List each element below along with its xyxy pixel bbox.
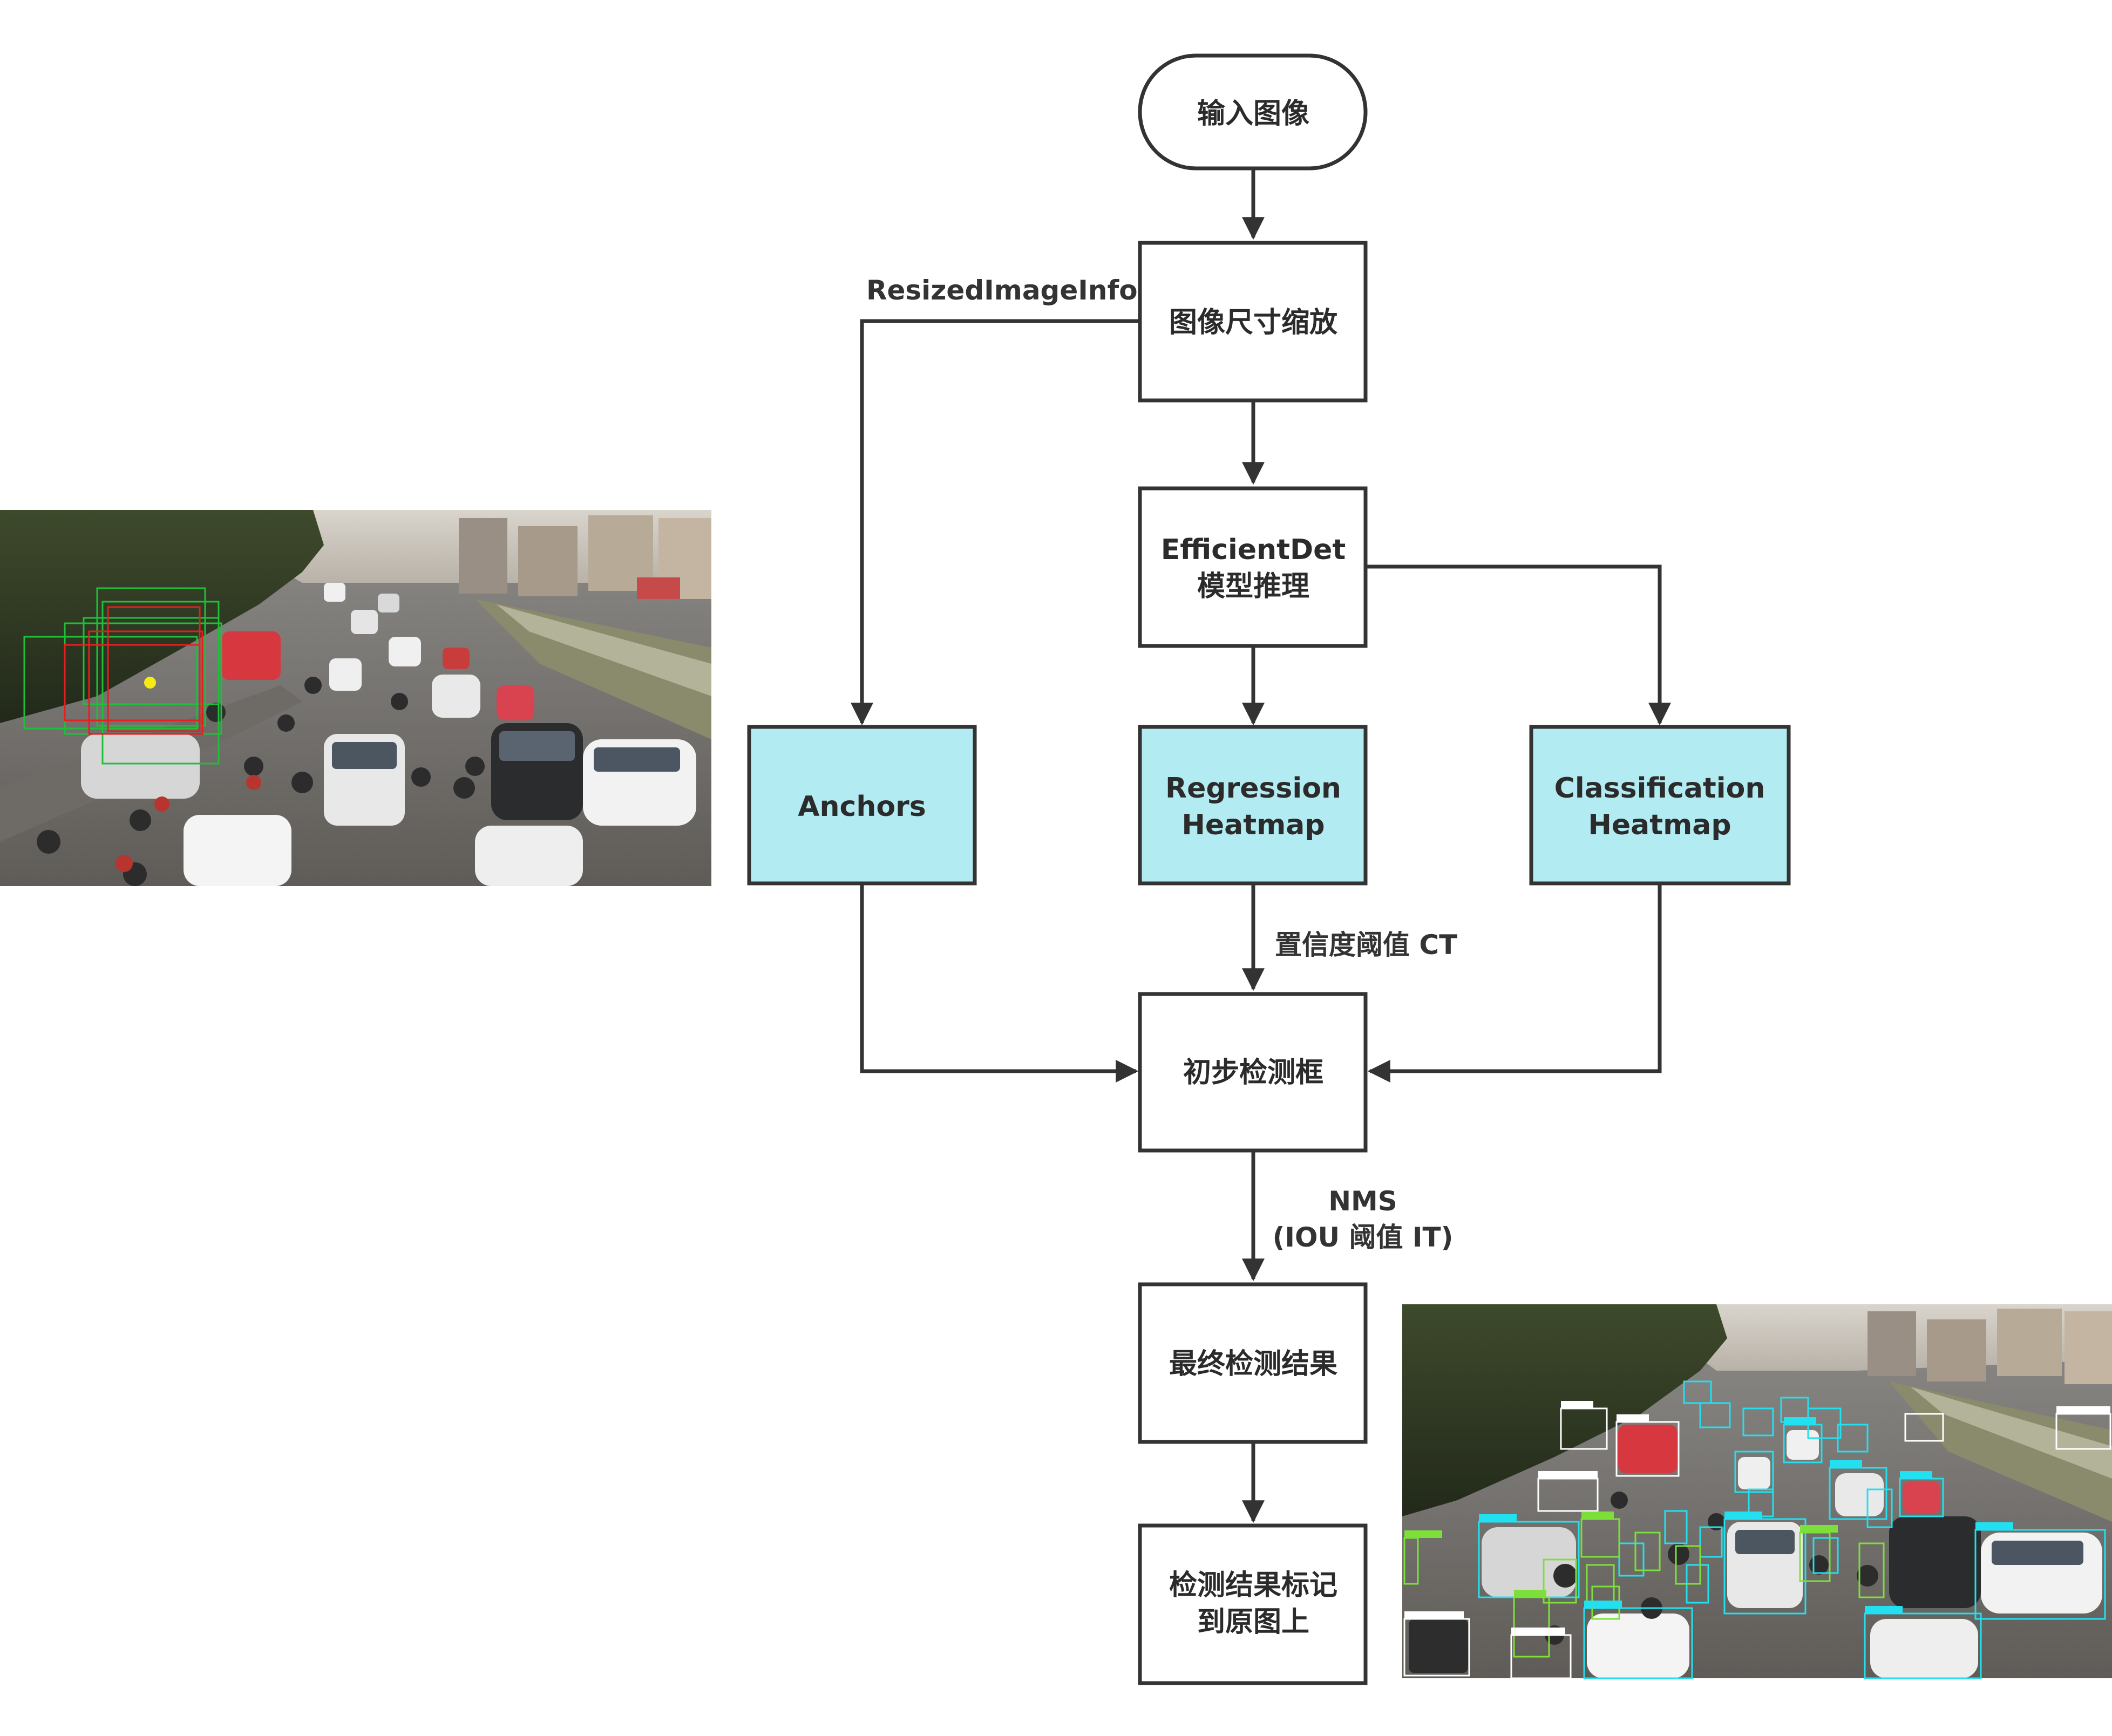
nms-label-line1: NMS — [1328, 1186, 1397, 1217]
anchors-node-label: Anchors — [798, 791, 926, 823]
resize-node-label: 图像尺寸缩放 — [1169, 307, 1337, 339]
classification-node-label-line1: Classification — [1554, 772, 1765, 805]
resize-node — [1138, 241, 1368, 403]
detection-results-image — [1402, 1304, 2112, 1679]
edge-model-to-classification — [1366, 564, 1671, 726]
anchor-center-point — [144, 677, 156, 689]
edge-resize-to-anchors — [851, 319, 1140, 726]
model-node-label-line2: 模型推理 — [1197, 570, 1309, 603]
prelim-node-label: 初步检测框 — [1183, 1057, 1323, 1089]
regression-heatmap-node — [1138, 725, 1368, 886]
classification-node-label-line2: Heatmap — [1588, 809, 1731, 841]
nms-label-line2: (IOU 阈值 IT) — [1273, 1222, 1454, 1253]
regression-node-label-line2: Heatmap — [1181, 809, 1325, 841]
edge-classification-to-prelim — [1367, 883, 1662, 1083]
mark-node-label-line1: 检测结果标记 — [1169, 1569, 1337, 1602]
prelim-detection-node — [1138, 992, 1368, 1153]
regression-node-label-line1: Regression — [1165, 772, 1341, 805]
mark-node-label-line2: 到原图上 — [1197, 1606, 1309, 1638]
flow-connectors — [851, 168, 1671, 1523]
confidence-threshold-label: 置信度阈值 CT — [1275, 929, 1457, 961]
model-node — [1138, 486, 1368, 648]
anchors-illustration-image — [0, 510, 711, 886]
input-node — [1138, 53, 1368, 171]
detection-boxes-white — [1403, 1407, 2111, 1679]
detection-label-tags — [1404, 1401, 2110, 1635]
final-node-label: 最终检测结果 — [1169, 1348, 1337, 1380]
anchors-node — [747, 725, 977, 886]
final-result-node — [1138, 1282, 1368, 1444]
input-node-label: 输入图像 — [1197, 98, 1309, 130]
edge-anchors-to-prelim — [860, 883, 1139, 1083]
resized-image-info-label: ResizedImageInfo — [866, 275, 1138, 306]
mark-on-image-node — [1138, 1523, 1368, 1685]
anchor-boxes-red — [64, 606, 203, 735]
model-node-label-line1: EfficientDet — [1161, 534, 1346, 566]
classification-heatmap-node — [1529, 725, 1791, 886]
